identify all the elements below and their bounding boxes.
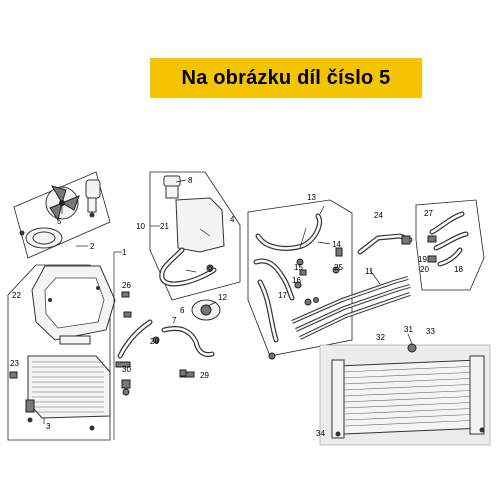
banner-text: Na obrázku díl číslo 5 [181, 66, 391, 89]
callout-27: 27 [424, 209, 433, 218]
fan-shroud [31, 265, 116, 345]
callout-34: 34 [316, 429, 325, 438]
callout-10: 10 [136, 222, 145, 231]
callout-22: 22 [12, 291, 21, 300]
hose-group-box [247, 199, 353, 357]
callout-33: 33 [426, 327, 435, 336]
leader-lines [43, 179, 413, 440]
callout-6: 6 [180, 306, 185, 315]
callout-29: 29 [200, 371, 209, 380]
thermostat-assembly [115, 299, 221, 396]
callout-21: 21 [160, 222, 169, 231]
callout-7: 7 [172, 316, 177, 325]
callout-24: 24 [374, 211, 383, 220]
callout-12: 12 [218, 293, 227, 302]
callout-14: 14 [332, 240, 341, 249]
part-number-banner: Na obrázku díl číslo 5 [150, 58, 422, 98]
small-hoses [427, 211, 469, 267]
callout-17: 17 [278, 291, 287, 300]
reservoir-group-box [149, 171, 241, 301]
bolts [9, 247, 343, 379]
callout-25: 25 [334, 263, 343, 272]
callout-labels: 1 2 3 4 5 6 7 8 9 10 11 12 13 14 15 16 1… [10, 176, 463, 438]
callout-8: 8 [188, 176, 193, 185]
callout-15: 15 [294, 263, 303, 272]
callout-4: 4 [230, 215, 235, 224]
coolant-hoses [253, 213, 322, 343]
callout-30: 30 [122, 365, 131, 374]
callout-20: 20 [420, 265, 429, 274]
radiator-inset [319, 343, 491, 446]
callout-1: 1 [122, 248, 127, 257]
callout-23: 23 [10, 359, 19, 368]
callout-18: 18 [454, 265, 463, 274]
callout-26: 26 [122, 281, 131, 290]
callout-32: 32 [376, 333, 385, 342]
callout-28: 28 [150, 337, 159, 346]
callout-31: 31 [404, 325, 413, 334]
callout-16: 16 [292, 276, 301, 285]
radiator-core [25, 355, 111, 431]
callout-3: 3 [46, 422, 51, 431]
callout-11: 11 [365, 267, 374, 276]
fan-assembly [19, 179, 101, 249]
callout-13: 13 [307, 193, 316, 202]
fan-group-box [13, 171, 111, 259]
callout-19: 19 [418, 255, 427, 264]
coolant-reservoir [159, 175, 225, 287]
callout-2: 2 [90, 242, 95, 251]
callout-9: 9 [208, 265, 213, 274]
coolant-pipes [268, 266, 411, 360]
callout-5: 5 [57, 217, 62, 226]
small-hose-group-box [415, 199, 485, 291]
bypass-hose [357, 233, 413, 255]
